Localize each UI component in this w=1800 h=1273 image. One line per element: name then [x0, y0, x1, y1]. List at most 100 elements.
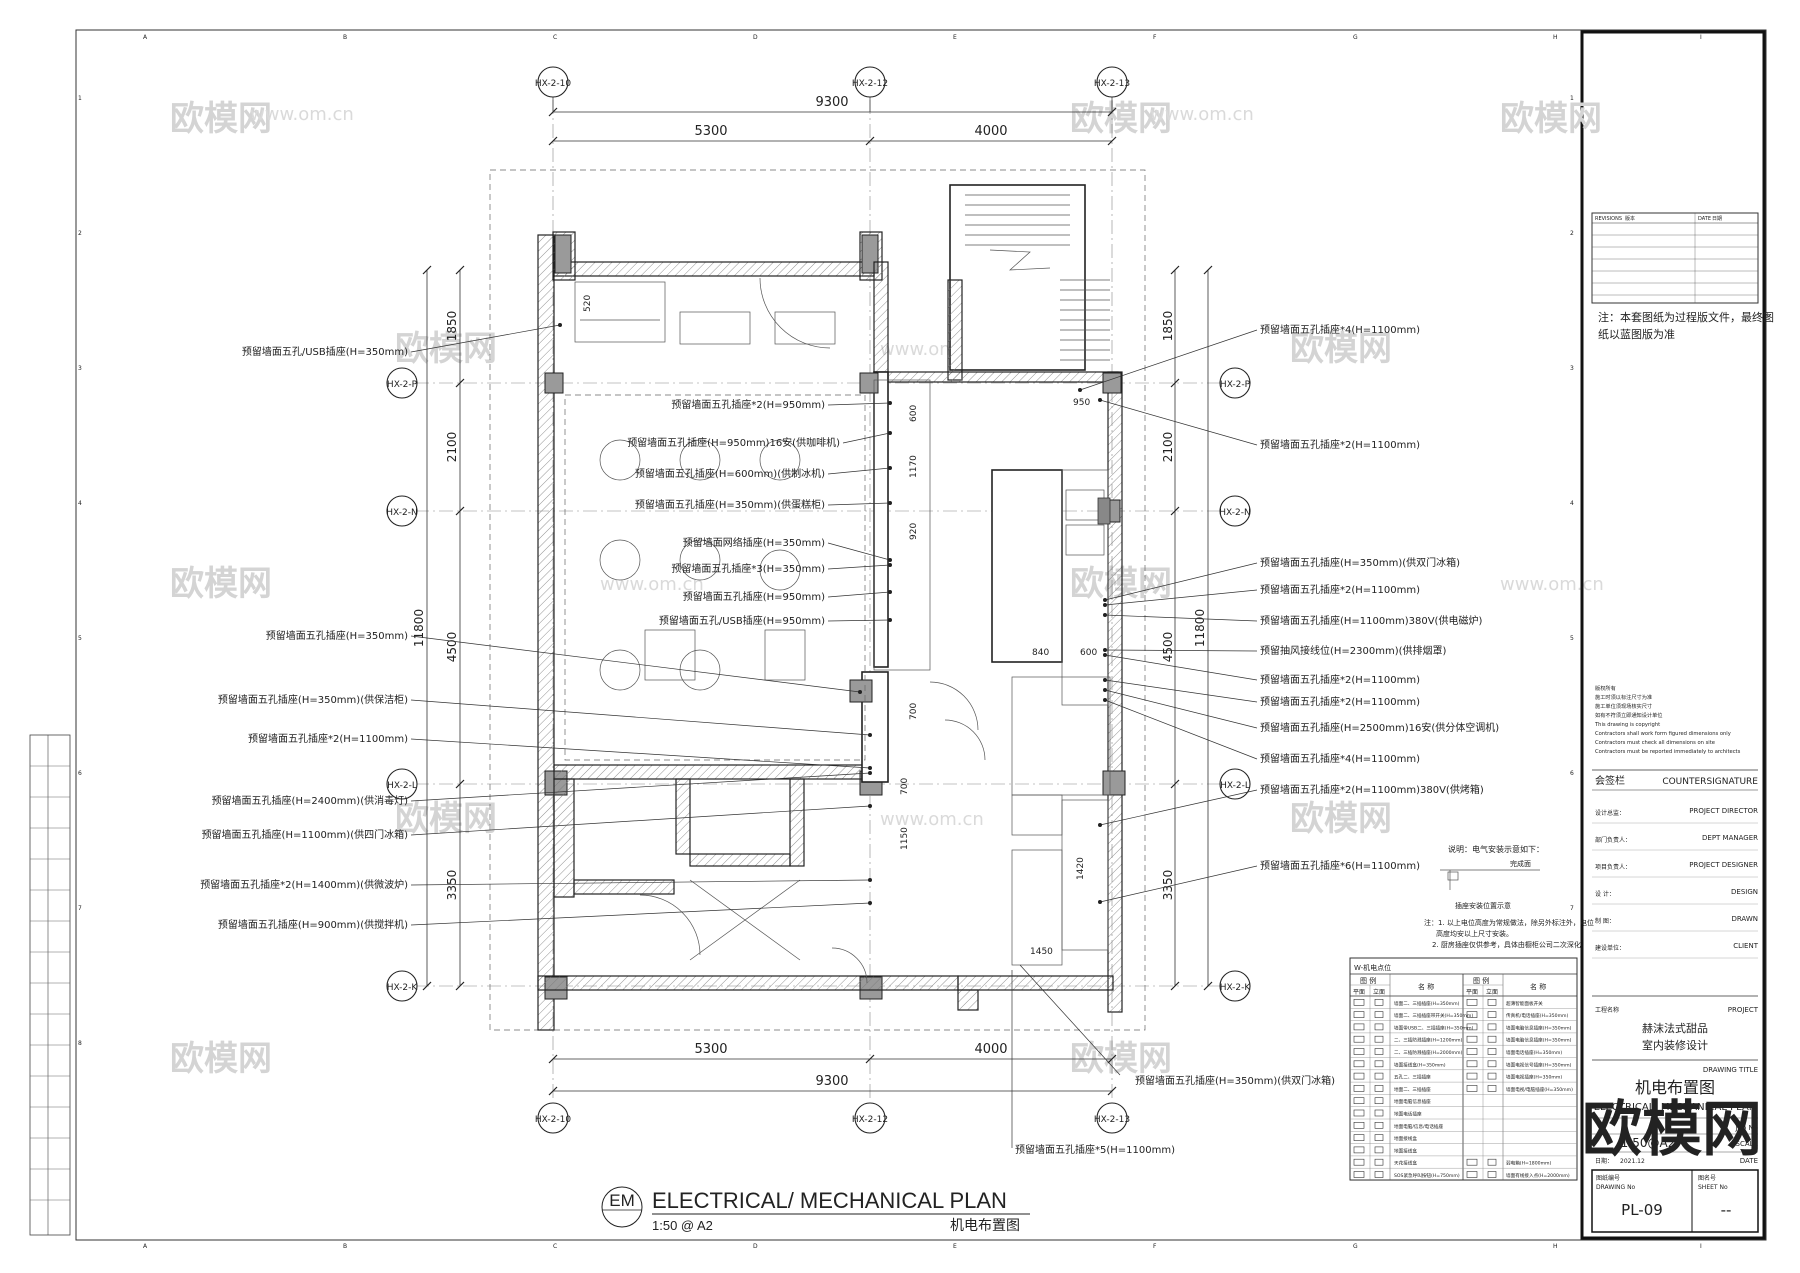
annotation-label: 预留墙面五孔插座*5(H=1100mm): [1015, 1143, 1175, 1156]
titleblock-copyright: 如有不符须立即通知设计单位: [1595, 711, 1662, 719]
dim-seg: 3350: [445, 870, 459, 901]
svg-text:名 称: 名 称: [1418, 982, 1434, 991]
dim-seg: 5300: [694, 1042, 727, 1057]
watermark: 欧模网: [1290, 799, 1392, 839]
svg-text:名 称: 名 称: [1530, 982, 1546, 991]
dim-seg: 4000: [974, 124, 1007, 139]
frame-letter: E: [953, 1243, 957, 1250]
outlet-symbol: [888, 590, 892, 594]
outlet-symbol: [858, 690, 862, 694]
annotation-label: 预留墙面五孔插座(H=900mm)(供搅拌机): [218, 918, 408, 931]
legend-symbol: [1353, 1011, 1365, 1018]
right-annotations: 预留墙面五孔插座*4(H=1100mm) 预留墙面五孔插座*2(H=1100mm)…: [1078, 323, 1499, 904]
drawing-title: EM ELECTRICAL/ MECHANICAL PLAN 1:50 @ A2…: [601, 1186, 1030, 1234]
dim-total: 11800: [412, 609, 426, 647]
svg-text:版本: 版本: [1625, 215, 1635, 222]
legend-symbol: [1466, 1060, 1478, 1068]
role-label: 设 计：: [1595, 890, 1615, 898]
stairwell: [949, 184, 1086, 371]
dim-seg: 5300: [694, 124, 727, 139]
outlet-symbol: [888, 466, 892, 470]
outlet-symbol: [1103, 678, 1107, 682]
role-label-en: DESIGN: [1731, 888, 1758, 896]
annotation-label: 预留墙面五孔插座*4(H=1100mm): [1260, 752, 1420, 765]
legend-symbol: [1374, 1060, 1384, 1068]
annotation-label: 预留墙面五孔/USB插座(H=350mm): [242, 345, 408, 358]
annotation-label: 预留墙面五孔插座*2(H=950mm): [671, 398, 825, 411]
drawing-title-cn: 机电布置图: [950, 1218, 1020, 1234]
legend-symbol: [1487, 1171, 1497, 1178]
role-label: 部门负责人：: [1595, 836, 1631, 844]
legend-name: 二、三插防溅插座(H=2000mm): [1394, 1049, 1462, 1056]
svg-text:图纸编号: 图纸编号: [1596, 1174, 1620, 1182]
dim-inner: 920: [909, 523, 919, 540]
legend-symbol: [1466, 1023, 1478, 1031]
legend-symbol: [1487, 998, 1497, 1006]
sheet-number: --: [1721, 1201, 1732, 1219]
outlet-symbol: [1098, 823, 1102, 827]
outlet-symbol: [868, 804, 872, 808]
grid-bubbles: HX-2-10 HX-2-12 HX-2-13 HX-2-10 HX-2-12 …: [386, 66, 1251, 1134]
svg-text:说明：电气安装示意如下：: 说明：电气安装示意如下：: [1448, 844, 1544, 854]
dim-total: 9300: [815, 1074, 848, 1089]
column: [554, 234, 572, 274]
titleblock-copyright: 版权所有: [1595, 684, 1616, 692]
leader-line: [827, 564, 891, 570]
leader-line: [1104, 689, 1258, 729]
frame-letter: A: [143, 1243, 148, 1250]
grid-bubble-top: HX-2-10: [535, 66, 571, 112]
legend-name: 墙面带USB二、三插插座(H=350mm): [1394, 1024, 1474, 1031]
annotation-label: 预留墙面五孔插座*2(H=1100mm): [1260, 438, 1420, 451]
role-label: 设计总监：: [1595, 809, 1625, 817]
svg-text:HX-2-P: HX-2-P: [387, 380, 418, 390]
frame-number: 8: [78, 1040, 82, 1047]
legend-symbol: [1353, 1048, 1365, 1055]
frame-number: 5: [78, 635, 82, 642]
svg-text:Job No: Job No: [1734, 1124, 1758, 1132]
svg-text:完成面: 完成面: [1510, 859, 1531, 868]
svg-text:HX-2-12: HX-2-12: [852, 1115, 888, 1125]
legend-symbol: [1487, 1085, 1497, 1092]
legend-symbol: [1487, 1060, 1497, 1068]
annotation-label: 预留墙面五孔插座(H=350mm)(供保洁柜): [218, 693, 408, 706]
legend-name: 墙面电视/电脑插座(H=350mm): [1506, 1086, 1573, 1093]
dim-total: 9300: [815, 95, 848, 110]
legend-symbol: [1353, 1023, 1365, 1031]
legend-name: 地面接线盒: [1394, 1147, 1417, 1154]
svg-text:日期: 日期: [1712, 216, 1722, 222]
drawing-scale: 1:50 @ A2: [652, 1218, 713, 1233]
leader-line: [1104, 654, 1258, 681]
titleblock-frame: [1580, 30, 1766, 1240]
frame-letter: D: [753, 34, 758, 41]
outlet-symbol: [1103, 598, 1107, 602]
svg-text:SHEET No: SHEET No: [1698, 1184, 1728, 1191]
annotation-label: 预留墙面五孔插座*3(H=350mm): [671, 562, 825, 575]
legend-name: 天花接线盒: [1394, 1160, 1417, 1167]
frame-number: 4: [1570, 500, 1574, 507]
dim-inner: 1150: [900, 827, 910, 850]
annotation-label: 预留墙面五孔插座(H=350mm)(供双门冰箱): [1260, 556, 1460, 569]
grid-bubble-left: HX-2-N: [386, 495, 418, 527]
frame-number: 6: [1570, 770, 1574, 777]
leader-line: [410, 738, 871, 769]
watermark: 欧模网: [395, 329, 497, 369]
grid-bubble-left: HX-2-L: [386, 768, 418, 800]
titleblock-copyright: 施工时须以标注尺寸为准: [1595, 693, 1652, 701]
watermark-url: www.om.cn: [1500, 574, 1604, 595]
leader-line: [1104, 562, 1258, 601]
boundary-dashed: [489, 169, 1146, 1031]
legend-symbol: [1353, 1171, 1365, 1178]
grid-bubble-right: HX-2-K: [1219, 970, 1251, 1002]
legend-symbol: [1487, 1023, 1497, 1031]
legend-symbol: [1353, 1085, 1365, 1092]
watermark: 欧模网: [395, 799, 497, 839]
watermark: 欧模网: [170, 564, 272, 604]
dim-inner: 950: [1073, 398, 1090, 408]
wall-left: [537, 234, 555, 1031]
leader-line: [410, 805, 871, 836]
dim-inner: 520: [583, 295, 593, 312]
leader-line: [1104, 614, 1258, 622]
legend-symbol: [1466, 1048, 1478, 1055]
outlet-symbol: [1103, 613, 1107, 617]
